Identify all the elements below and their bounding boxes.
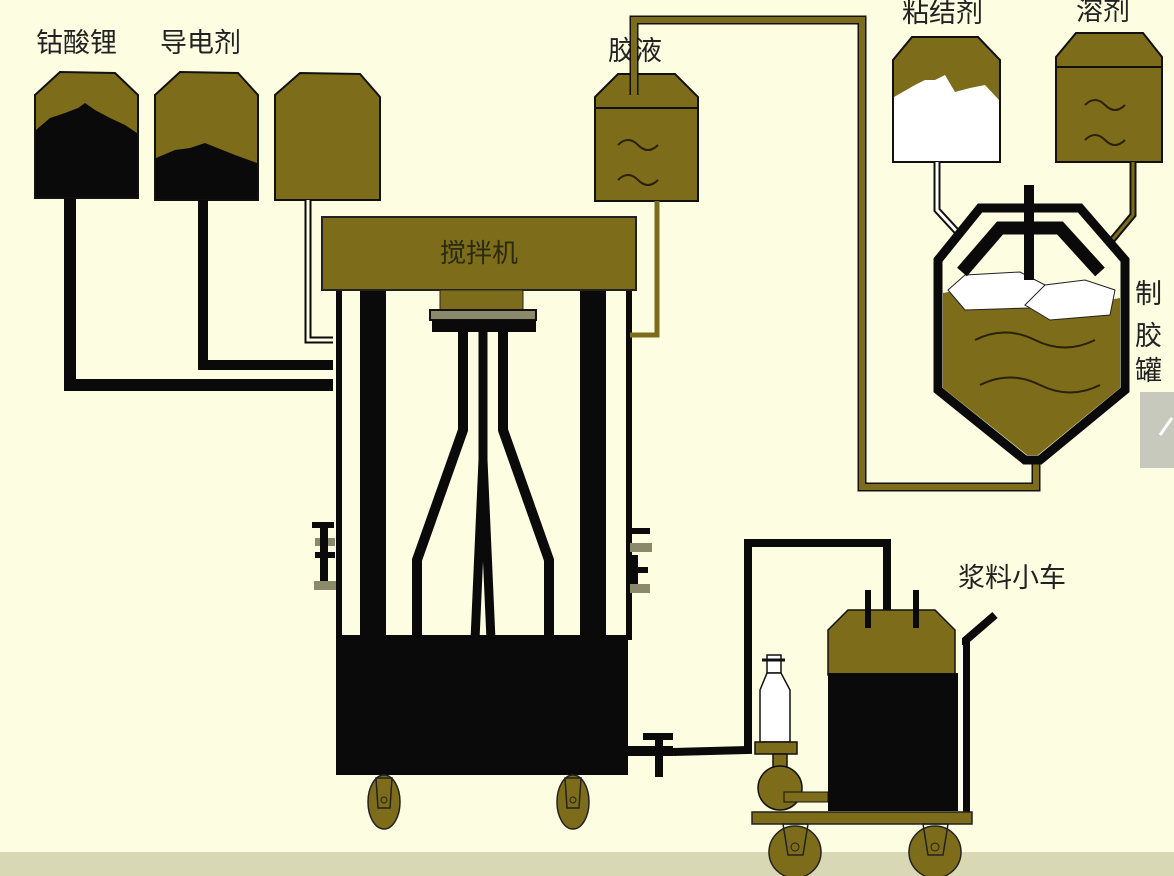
clamp-left[interactable] <box>312 522 336 590</box>
hopper-glue <box>594 73 699 202</box>
mixer-head <box>321 216 637 291</box>
label-mixer: 搅拌机 <box>440 239 518 269</box>
pipe-slurry-transfer <box>672 539 891 756</box>
hopper-solvent <box>1055 32 1163 163</box>
hopper-conductive-agent <box>154 70 259 201</box>
label-conductive-agent: 导电剂 <box>160 28 241 59</box>
glue-tank <box>933 185 1130 465</box>
label-glue-tank-2: 胶 <box>1135 321 1162 352</box>
cart-wheel-left <box>768 823 822 876</box>
mixer-tank <box>336 635 628 775</box>
hopper-empty <box>274 71 381 201</box>
cart-wheel-right <box>908 823 962 876</box>
floor-strip <box>0 852 1174 876</box>
label-solvent: 溶剂 <box>1076 0 1130 27</box>
slurry-bucket <box>828 673 958 811</box>
side-panel-handle[interactable] <box>1140 392 1174 468</box>
label-glue-tank-1: 制 <box>1135 279 1162 310</box>
hopper-binder <box>892 36 1001 163</box>
caster-left <box>367 774 401 830</box>
gas-bottle <box>759 672 791 743</box>
hopper-lithium-cobalt-oxide <box>34 70 139 199</box>
label-lithium-cobalt-oxide: 钴酸锂 <box>36 28 117 59</box>
label-binder: 粘结剂 <box>902 0 983 29</box>
label-slurry-cart: 浆料小车 <box>958 563 1066 594</box>
clamp-right[interactable] <box>630 528 652 593</box>
caster-right <box>556 774 590 830</box>
slurry-cart <box>751 590 998 876</box>
pipe-glue-to-mixer <box>630 201 660 338</box>
pipe-lithium-cobalt-oxide <box>64 198 333 391</box>
side-panel-arrow-icon <box>1158 417 1174 436</box>
cart-platform <box>751 811 973 825</box>
pipe-conductive-agent <box>198 200 333 370</box>
mixer: 搅拌机 <box>312 216 673 830</box>
label-glue-tank-3: 罐 <box>1135 356 1162 387</box>
outlet-valve[interactable] <box>655 735 663 777</box>
